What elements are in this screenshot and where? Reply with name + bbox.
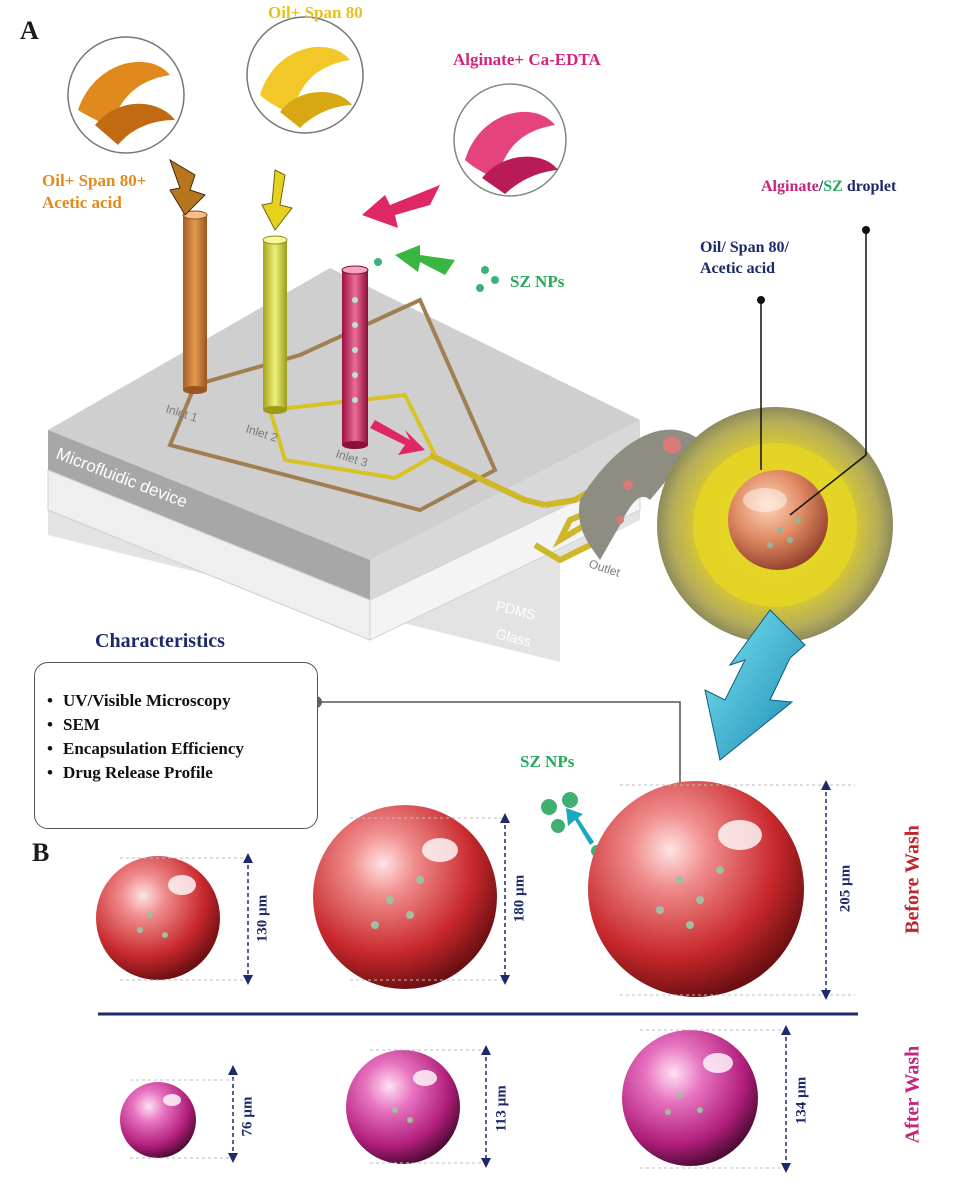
size-label-after-2: 113 µm <box>493 1085 510 1132</box>
size-label-before-2: 180 µm <box>511 874 528 923</box>
label-oil-span-acetic: Oil+ Span 80+ Acetic acid <box>42 171 147 212</box>
characteristics-item: •Encapsulation Efficiency <box>47 739 244 758</box>
dimension-guides <box>120 784 855 1169</box>
label-droplet: Alginate/SZ droplet <box>761 178 896 196</box>
label-sz-nps-bottom: SZ NPs <box>520 752 575 771</box>
characteristics-connector <box>310 696 685 820</box>
label-outlet: Outlet <box>587 557 622 580</box>
label-droplet-word: droplet <box>842 178 897 195</box>
sphere-before-1 <box>96 856 220 980</box>
size-label-before-1: 130 µm <box>254 894 271 943</box>
sphere-after-3 <box>622 1030 758 1166</box>
characteristics-item: •UV/Visible Microscopy <box>47 691 231 710</box>
inlet-tube-1 <box>182 210 208 394</box>
label-after-wash: After Wash <box>901 1045 924 1144</box>
blue-down-arrow <box>704 609 806 761</box>
oil-span-acetic-splash <box>67 36 185 154</box>
characteristics-title: Characteristics <box>95 630 225 652</box>
label-oil-phase: Oil/ Span 80/ Acetic acid <box>700 239 789 277</box>
label-droplet-sz: SZ <box>823 178 843 195</box>
sz-nps-dots-top <box>374 258 499 292</box>
label-before-wash: Before Wash <box>901 825 924 934</box>
callout-lines <box>757 226 870 516</box>
label-alginate-caedta: Alginate+ Ca-EDTA <box>453 50 601 69</box>
inlet-tube-3 <box>341 265 369 449</box>
characteristics-item: •Drug Release Profile <box>47 763 213 782</box>
panel-label-a: A <box>20 16 39 45</box>
characteristics-box: •UV/Visible Microscopy •SEM •Encapsulati… <box>34 662 318 829</box>
label-droplet-alginate: Alginate <box>761 178 819 195</box>
sphere-after-2 <box>346 1050 460 1164</box>
arrow-green <box>395 245 455 275</box>
dimension-arrowheads <box>228 780 831 1173</box>
droplet-reservoir <box>657 407 893 643</box>
label-oil-span: Oil+ Span 80 <box>268 3 363 22</box>
panel-label-b: B <box>32 838 50 867</box>
arrow-yellow <box>261 169 293 231</box>
sz-nps-dots-bottom <box>541 792 603 857</box>
dimension-lines <box>232 785 827 1168</box>
alginate-splash <box>453 83 567 197</box>
size-label-after-1: 76 µm <box>239 1096 256 1137</box>
inlet-tube-2 <box>262 235 288 414</box>
outlet-tube <box>579 429 700 560</box>
sphere-before-2 <box>313 805 497 989</box>
label-droplet-separator: / <box>818 178 824 195</box>
sphere-before-3 <box>588 781 804 997</box>
size-label-after-3: 134 µm <box>793 1076 810 1125</box>
arrow-orange <box>169 158 206 216</box>
size-label-before-3: 205 µm <box>837 864 854 913</box>
characteristics-list: •UV/Visible Microscopy •SEM •Encapsulati… <box>47 689 244 785</box>
label-sz-nps-top: SZ NPs <box>510 272 565 291</box>
characteristics-item: •SEM <box>47 715 100 734</box>
arrow-into-channel <box>370 420 425 455</box>
sphere-after-1 <box>120 1082 196 1158</box>
oil-span-splash <box>246 16 364 134</box>
arrow-magenta <box>362 185 440 228</box>
